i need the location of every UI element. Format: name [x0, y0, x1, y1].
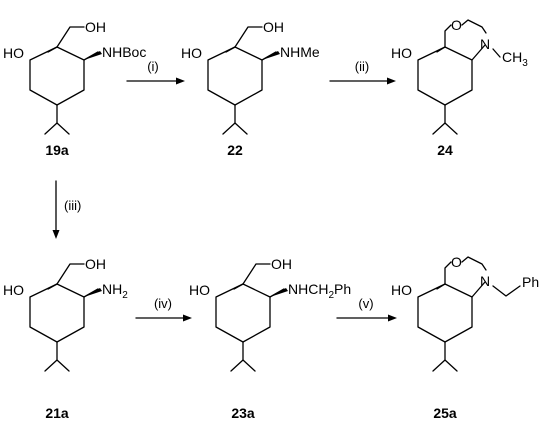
- condition-label: (v): [358, 296, 373, 311]
- compound-id: 24: [437, 142, 453, 158]
- compound-22: OH HO NHMe 22: [181, 19, 320, 158]
- compound-19a: OH HO NHBoc 19a: [3, 19, 146, 158]
- compound-21a: OH HO NH2 21a: [3, 256, 128, 421]
- arrow-ii: (ii): [329, 59, 396, 85]
- condition-label: (iii): [64, 198, 81, 213]
- nhboc-label: NHBoc: [102, 44, 146, 60]
- hydroxymethyl-label: OH: [85, 256, 106, 272]
- compound-id: 19a: [45, 142, 69, 158]
- ring-nitrogen-label: N: [480, 273, 490, 289]
- hydroxyl-label: HO: [189, 282, 210, 298]
- amine-label: NH2: [102, 281, 128, 301]
- compound-24: O HO N CH3 24: [391, 17, 528, 158]
- hydroxyl-label: HO: [391, 45, 412, 61]
- condition-label: (i): [147, 59, 159, 74]
- arrow-v: (v): [336, 296, 397, 322]
- benzylamine-label: NHCH2Ph: [288, 281, 351, 301]
- compound-25a: O HO N Ph 25a: [391, 254, 539, 421]
- hydroxyl-label: HO: [391, 282, 412, 298]
- hydroxymethyl-label: OH: [85, 19, 106, 35]
- compound-id: 23a: [231, 405, 255, 421]
- ring-nitrogen-label: N: [480, 36, 490, 52]
- methyl-label: CH3: [502, 49, 528, 69]
- ring-oxygen-label: O: [451, 254, 462, 270]
- compound-id: 22: [227, 142, 243, 158]
- hydroxyl-label: HO: [181, 45, 202, 61]
- hydroxyl-label: HO: [3, 45, 24, 61]
- hydroxyl-label: HO: [3, 282, 24, 298]
- phenyl-label: Ph: [522, 274, 539, 290]
- arrow-iii: (iii): [52, 180, 81, 239]
- compound-id: 21a: [45, 405, 69, 421]
- hydroxymethyl-label: OH: [271, 256, 292, 272]
- hydroxymethyl-label: OH: [263, 19, 284, 35]
- compound-23a: OH HO NHCH2Ph 23a: [189, 256, 351, 421]
- arrow-i: (i): [126, 59, 185, 85]
- condition-label: (ii): [355, 59, 369, 74]
- nhme-label: NHMe: [280, 44, 320, 60]
- condition-label: (iv): [154, 296, 172, 311]
- ring-oxygen-label: O: [451, 17, 462, 33]
- compound-id: 25a: [433, 405, 457, 421]
- arrow-iv: (iv): [135, 296, 192, 322]
